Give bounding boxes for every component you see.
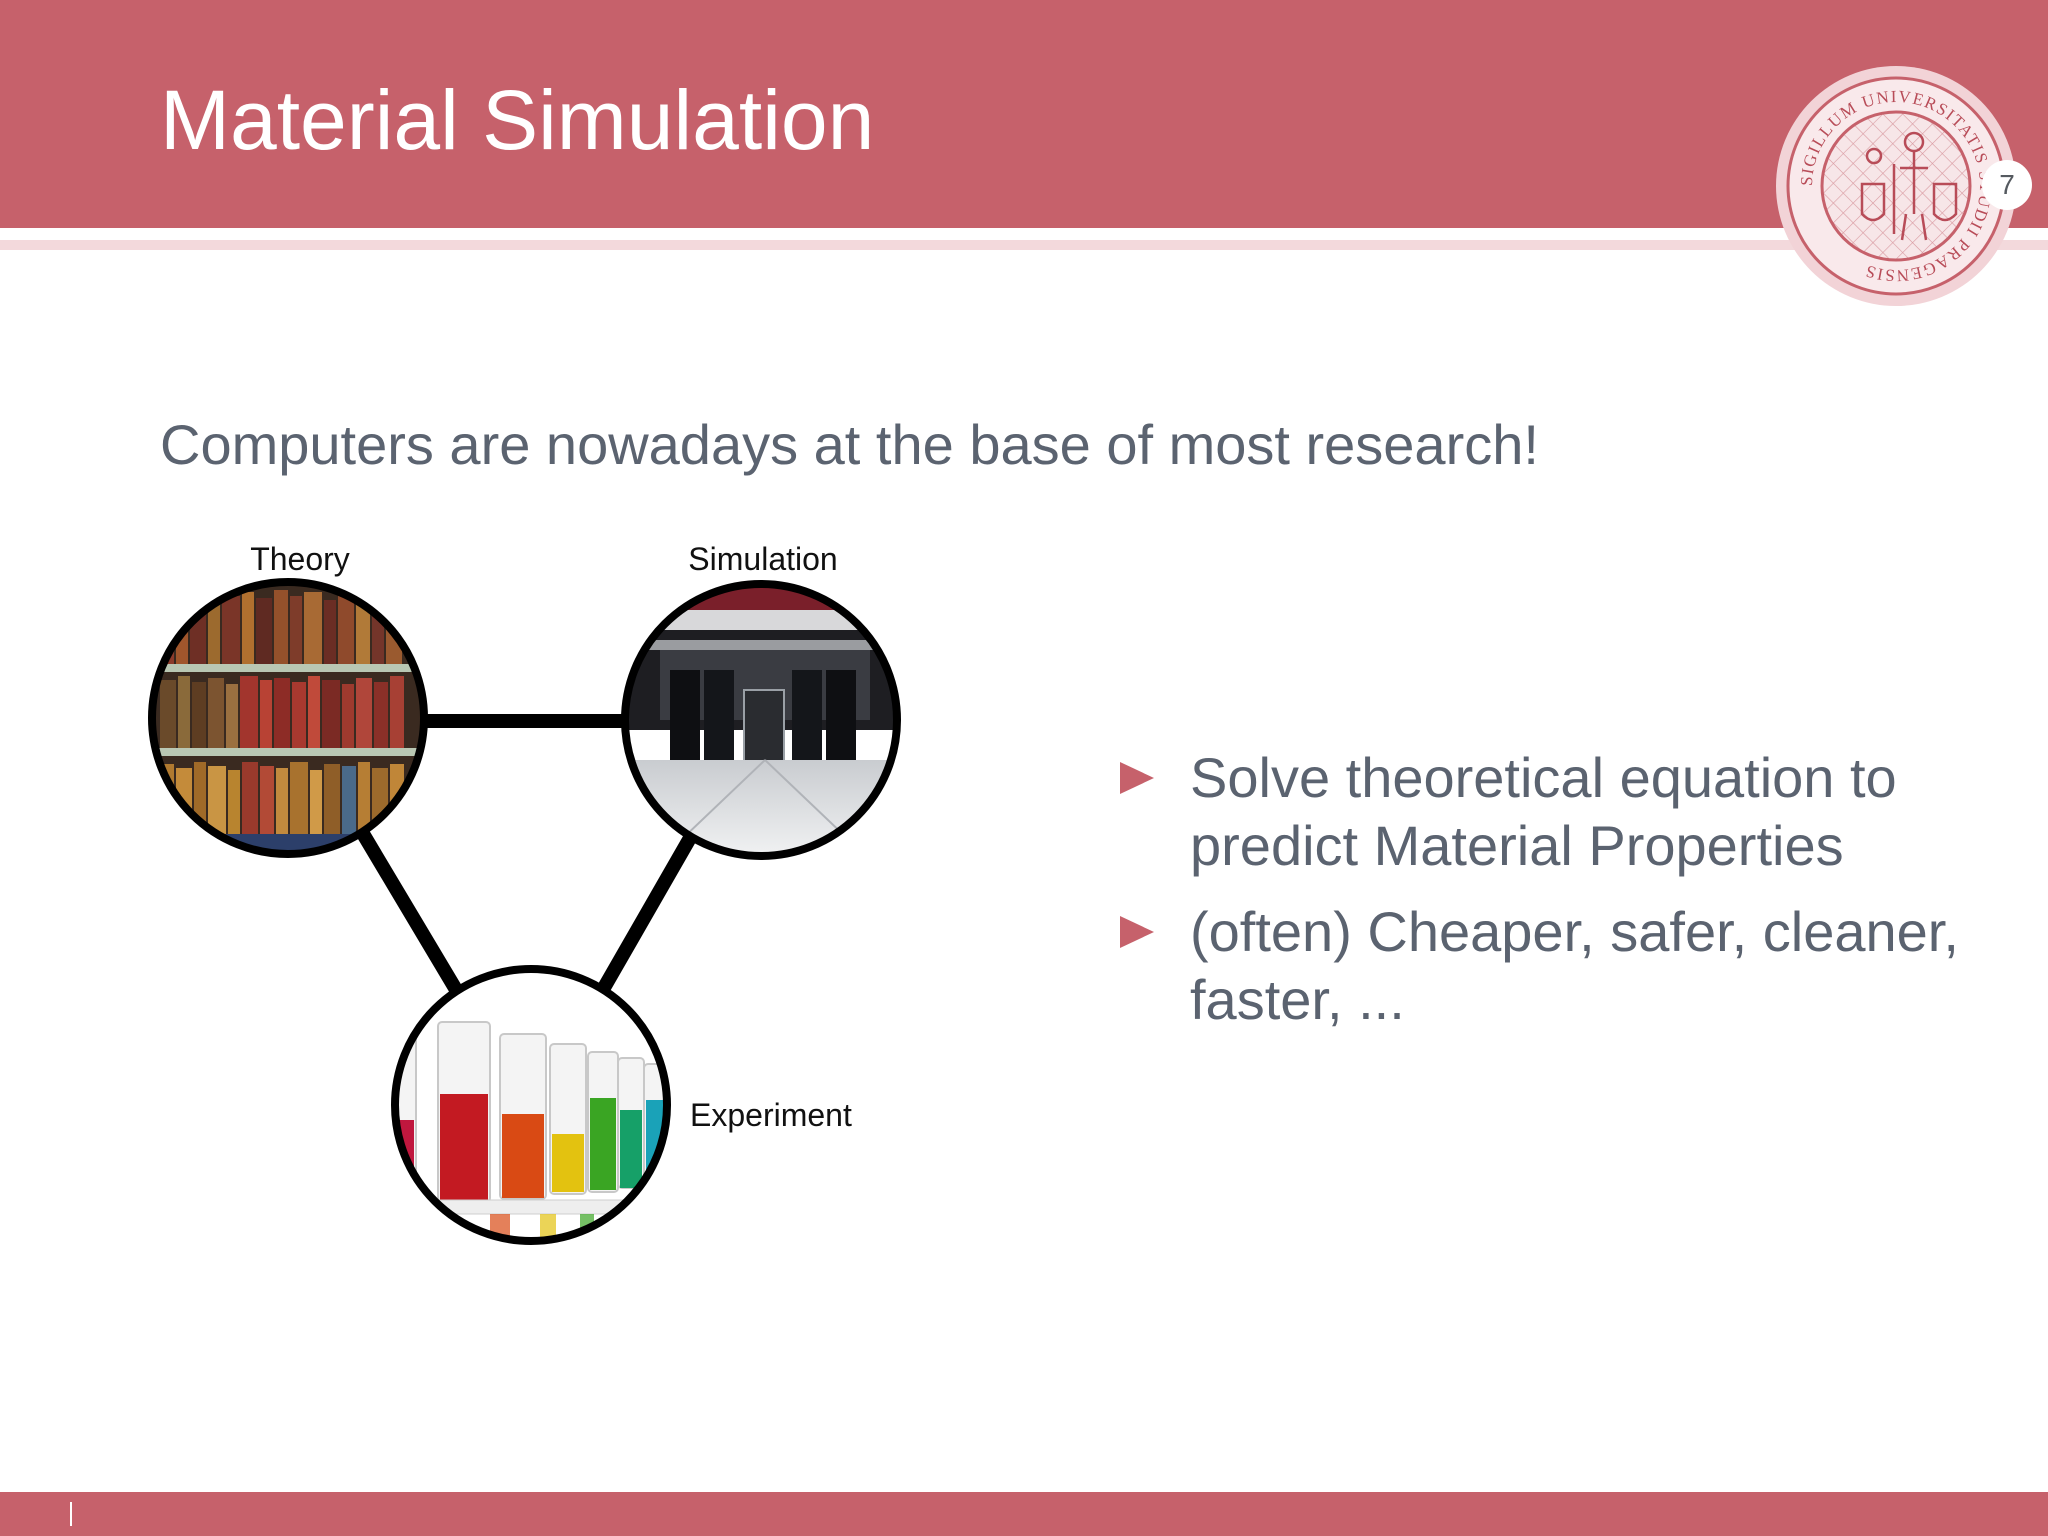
research-triangle-diagram: Theory Simulation Experiment xyxy=(148,541,901,1245)
book-spines-row-1 xyxy=(160,590,402,664)
node-label-simulation: Simulation xyxy=(688,541,837,577)
experiment-image xyxy=(395,969,667,1241)
bullet-text: (often) Cheaper, safer, cleaner, faster,… xyxy=(1190,900,1959,1031)
diagram-edges xyxy=(355,714,697,995)
triangle-bullet-icon xyxy=(1120,916,1154,948)
edge-simulation-experiment xyxy=(598,831,697,993)
header-bar xyxy=(0,0,2048,228)
slide-title: Material Simulation xyxy=(160,73,875,167)
bullet-list: Solve theoretical equation to predict Ma… xyxy=(1120,744,1980,1052)
bullet-text: Solve theoretical equation to predict Ma… xyxy=(1190,746,1897,877)
lead-text: Computers are nowadays at the base of mo… xyxy=(160,413,1539,476)
book-spines-row-2 xyxy=(160,676,404,748)
triangle-bullet-icon xyxy=(1120,762,1154,794)
university-seal-logo: SIGILLUM UNIVERSITATIS STUDII PRAGENSIS xyxy=(1776,66,2016,306)
edge-theory-experiment xyxy=(355,825,462,995)
bullet-item: (often) Cheaper, safer, cleaner, faster,… xyxy=(1120,898,1980,1034)
footer-divider-mark xyxy=(70,1502,72,1526)
footer-bar xyxy=(0,1492,2048,1536)
header-divider-accent xyxy=(0,240,2048,250)
node-label-experiment: Experiment xyxy=(690,1097,852,1133)
page-number-badge: 7 xyxy=(1982,160,2032,210)
header-divider xyxy=(0,228,2048,240)
theory-image xyxy=(152,582,424,854)
node-label-theory: Theory xyxy=(250,541,350,577)
bullet-item: Solve theoretical equation to predict Ma… xyxy=(1120,744,1980,880)
